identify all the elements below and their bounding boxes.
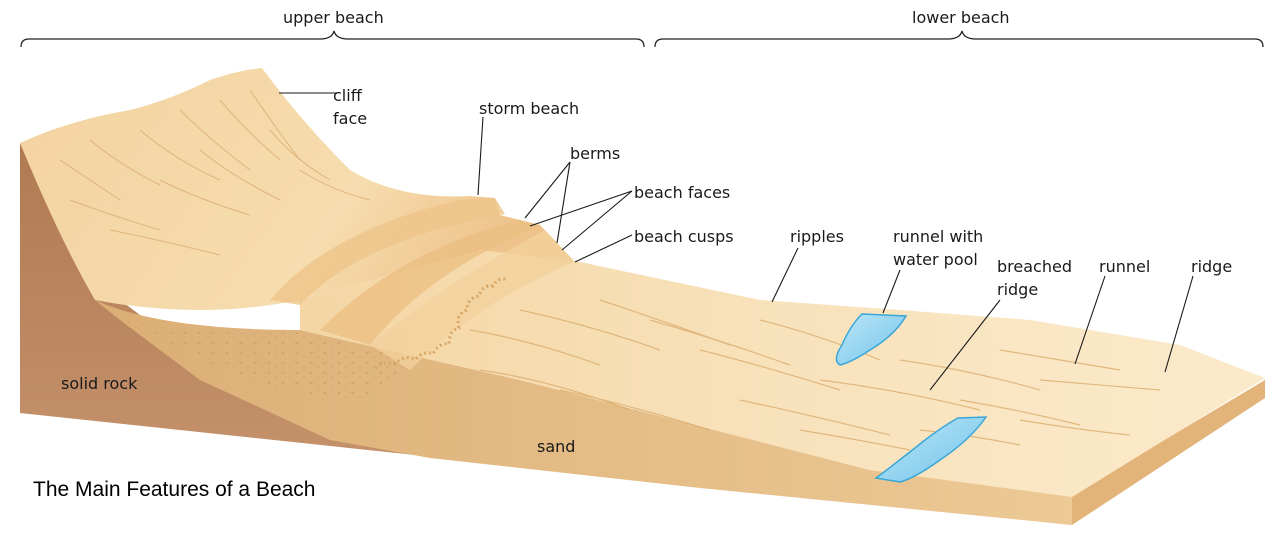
label-ridge: ridge (1191, 257, 1233, 276)
water-pool-upper (835, 313, 908, 366)
label-solid-rock: solid rock (61, 374, 138, 393)
cliff-texture (59, 89, 371, 256)
berm-ridge (320, 220, 540, 345)
zone-upper-beach: upper beach (283, 8, 384, 27)
upper-beach-brace (20, 30, 645, 48)
beach-face-band (370, 230, 575, 370)
label-berms: berms (570, 144, 621, 163)
storm-beach-ridge (270, 198, 505, 305)
zone-lower-beach: lower beach (912, 8, 1010, 27)
label-cliff-face: cliff face (333, 86, 368, 128)
pebble-zone (100, 310, 420, 400)
label-runnel: runnel (1099, 257, 1151, 276)
label-beach-cusps: beach cusps (634, 227, 734, 246)
label-ripples: ripples (790, 227, 844, 246)
lower-beach-surface (300, 250, 1265, 497)
beach-cusps (374, 277, 508, 370)
label-runnel-with-water-pool: runnel with water pool (893, 227, 984, 269)
label-storm-beach: storm beach (479, 99, 580, 118)
diagram-title: The Main Features of a Beach (33, 478, 316, 501)
lower-beach-edge (1072, 380, 1265, 525)
label-sand: sand (537, 437, 576, 456)
ripple-texture (469, 299, 1161, 451)
label-breached-ridge: breached ridge (997, 257, 1072, 299)
water-pool-lower (874, 416, 988, 483)
leader-lines (279, 92, 1194, 391)
label-beach-faces: beach faces (634, 183, 731, 202)
lower-beach-brace (654, 30, 1264, 48)
solid-rock (20, 143, 1072, 525)
